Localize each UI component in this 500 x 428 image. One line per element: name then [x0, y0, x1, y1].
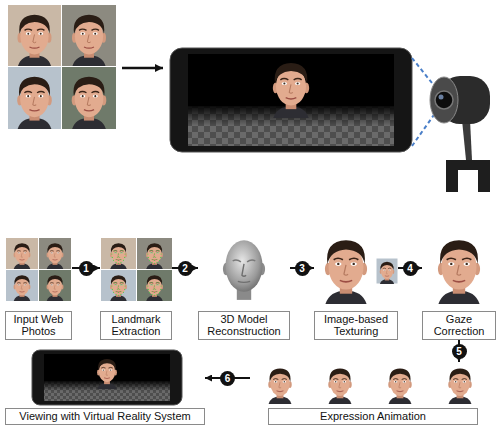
webcam	[412, 58, 490, 192]
stage-box: Input Web Photos	[5, 228, 72, 340]
photo	[62, 5, 116, 66]
photo	[62, 67, 116, 129]
stage-caption: 3D Model Reconstruction	[198, 311, 290, 340]
photo-grid	[8, 5, 116, 129]
stage-box: Expression Animation	[250, 362, 496, 425]
stage-caption: Viewing with Virtual Reality System	[5, 408, 205, 425]
stage-box: Gaze Correction	[422, 228, 496, 340]
phone-display	[170, 48, 412, 152]
webcam-lens	[435, 91, 453, 109]
stage-caption: Landmark Extraction	[100, 311, 172, 340]
avatar-face	[273, 63, 309, 118]
step-number: 2	[178, 261, 193, 276]
3d-head-model	[223, 240, 265, 300]
face-photo	[18, 15, 52, 66]
phone-body	[170, 48, 412, 152]
step-number: 3	[295, 261, 310, 276]
face-photo	[17, 77, 52, 129]
webcam-stand	[462, 120, 472, 160]
phone-screen	[188, 54, 394, 146]
textured-head	[325, 240, 398, 304]
landmark-photos	[101, 238, 172, 301]
stage-caption: Gaze Correction	[422, 311, 496, 340]
viewing-phone	[32, 350, 182, 405]
photo	[8, 5, 61, 66]
webcam-clip	[446, 160, 490, 192]
lens-glint	[439, 95, 444, 100]
webcam-front	[430, 77, 458, 123]
face-photo	[72, 77, 107, 129]
stage-box: Viewing with Virtual Reality System	[5, 346, 205, 425]
stage-caption: Input Web Photos	[5, 311, 72, 340]
input-photos	[6, 238, 71, 301]
view-line	[412, 58, 436, 88]
expression-faces	[268, 369, 471, 404]
photo	[8, 67, 61, 129]
flow-arrow	[122, 67, 163, 70]
step-number: 1	[79, 261, 94, 276]
stage-box: 3D Model Reconstruction	[198, 228, 290, 340]
step-number: 4	[403, 261, 418, 276]
step-number: 5	[452, 344, 467, 359]
stage-box: Landmark Extraction	[100, 228, 172, 340]
stage-caption: Expression Animation	[268, 408, 478, 425]
stage-box: Image-based Texturing	[314, 228, 398, 340]
view-line	[412, 112, 436, 146]
face-photo	[72, 15, 106, 66]
gaze-corrected-head	[438, 240, 480, 304]
stage-caption: Image-based Texturing	[314, 311, 398, 340]
step-number: 6	[220, 371, 235, 386]
